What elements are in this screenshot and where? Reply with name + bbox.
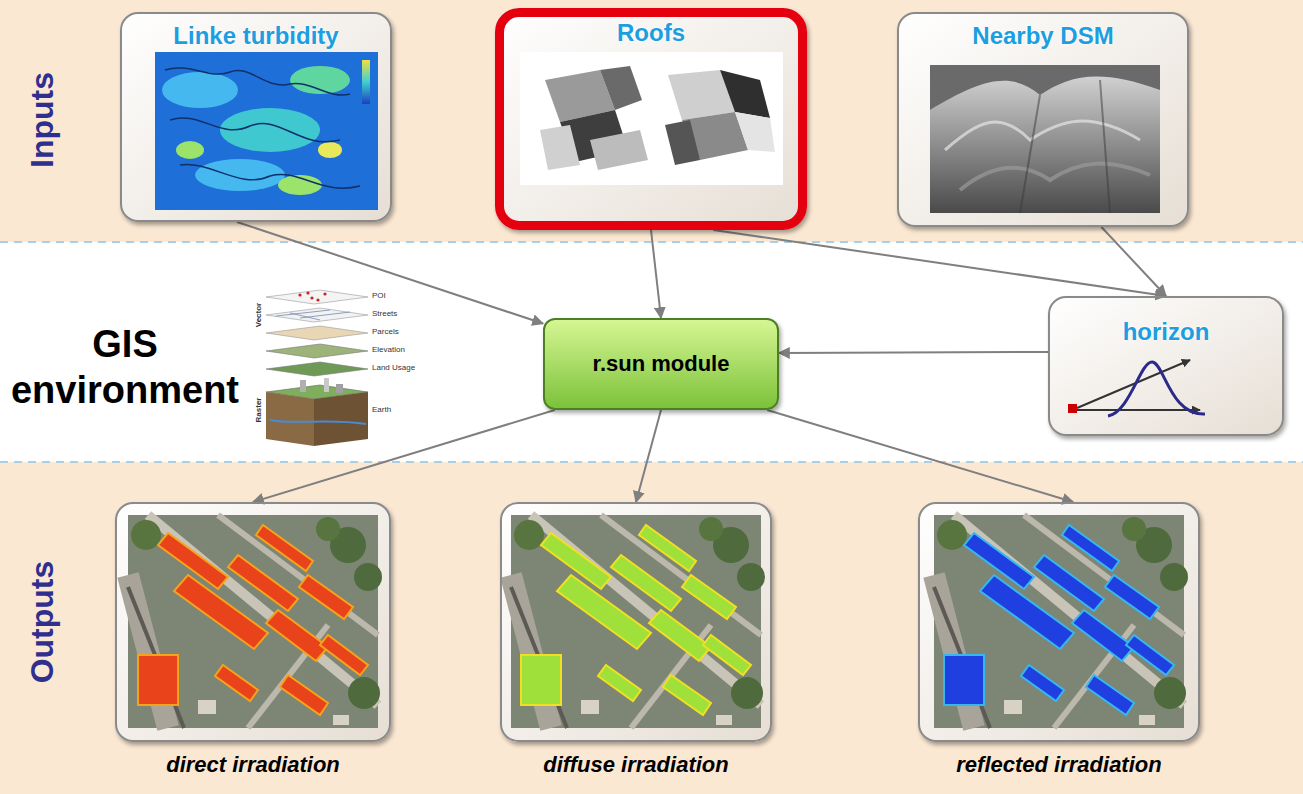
input-box-highlighted: Roofs: [495, 8, 807, 230]
box-title: horizon: [1050, 318, 1282, 346]
output-caption: reflected irradiation: [880, 752, 1238, 778]
process-label: r.sun module: [593, 351, 730, 377]
band-label: Outputs: [23, 561, 61, 684]
output-box: direct irradiation: [115, 502, 391, 742]
box-title: Linke turbidity: [122, 22, 390, 50]
output-box: reflected irradiation: [918, 502, 1200, 742]
flow-arrow: [767, 410, 1073, 502]
output-box: diffuse irradiation: [500, 502, 772, 742]
layer-label: Raster: [254, 398, 264, 423]
output-caption: direct irradiation: [77, 752, 429, 778]
horizon-sketch: [1068, 360, 1205, 416]
box-title: Roofs: [504, 19, 798, 47]
layer-label: Streets: [372, 309, 397, 319]
flow-arrow: [713, 230, 1166, 296]
layer-label: Land Usage: [372, 363, 415, 373]
output-maps: [128, 515, 1188, 728]
box-title: Nearby DSM: [899, 22, 1187, 50]
flow-arrow: [1101, 227, 1166, 296]
layer-label: Earth: [372, 405, 391, 415]
layer-label: Vector: [254, 303, 264, 327]
box-fills: [115, 8, 1284, 742]
roof-models: [520, 52, 783, 185]
layer-label: POI: [372, 291, 386, 301]
band-label: Inputs: [23, 72, 61, 168]
input-box: Nearby DSM: [897, 12, 1189, 227]
turbidity-map: [155, 52, 378, 210]
gis-layer-stack: [266, 290, 368, 446]
flow-arrow: [779, 351, 1048, 354]
flow-arrow: [636, 410, 661, 502]
flow-arrow: [237, 222, 543, 324]
layer-label: Parcels: [372, 327, 399, 337]
flow-arrow: [651, 230, 661, 318]
layer-label: Elevation: [372, 345, 405, 355]
section-label: GIS environment: [0, 322, 250, 413]
process-box: r.sun module: [543, 318, 779, 410]
process-box: horizon: [1048, 296, 1284, 436]
flow-arrow: [253, 410, 555, 502]
input-box: Linke turbidity: [120, 12, 392, 222]
terrain-model: [930, 65, 1160, 213]
output-caption: diffuse irradiation: [462, 752, 810, 778]
